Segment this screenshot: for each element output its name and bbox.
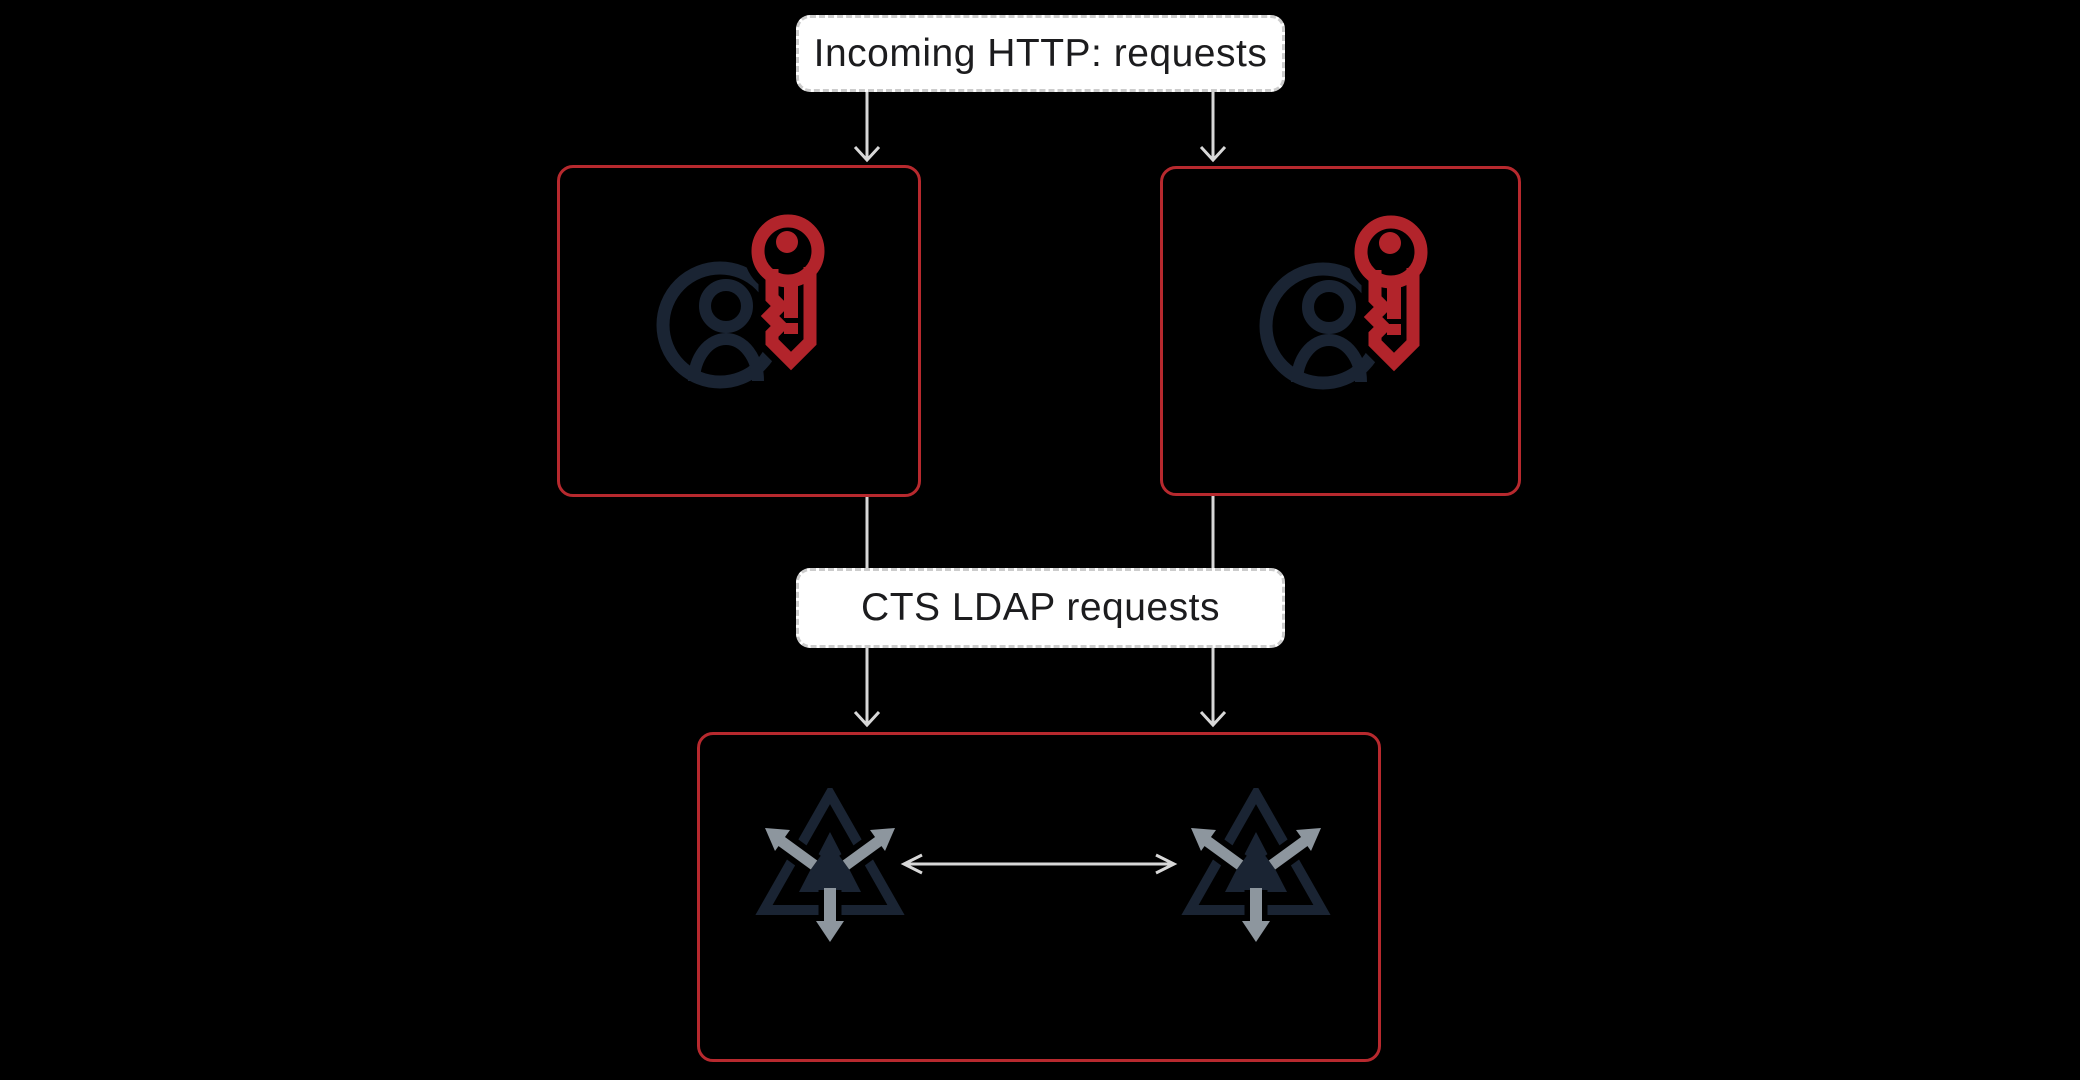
label-incoming-http-requests: Incoming HTTP: requests: [796, 15, 1285, 92]
label-incoming-http-requests-text: Incoming HTTP: requests: [813, 31, 1268, 75]
arrowhead-up-left-icon: [1191, 828, 1216, 851]
key-bar: [784, 278, 798, 318]
key-figure: [751, 214, 825, 371]
label-cts-ldap-requests: CTS LDAP requests: [796, 568, 1285, 648]
person-shoulders: [1291, 334, 1367, 383]
arrowhead-up-left-icon: [765, 828, 790, 851]
label-cts-ldap-requests-text: CTS LDAP requests: [861, 586, 1220, 629]
replication-arrows: [1191, 828, 1321, 942]
triangle-solid: [1225, 832, 1287, 892]
arrowhead-up-right-icon: [870, 828, 895, 851]
person-head: [1302, 280, 1356, 334]
user-key-icon: [1259, 207, 1436, 390]
key-shaft: [760, 267, 817, 371]
key-shaft: [1363, 268, 1420, 372]
user-key-icon: [656, 206, 833, 389]
arrowhead-down-icon: [1242, 921, 1270, 942]
directory-replication-icon: [1181, 788, 1331, 948]
arrowhead-down-icon: [816, 921, 844, 942]
person-shoulders: [688, 333, 764, 382]
key-hole-dot: [776, 231, 798, 253]
directory-replication-icon: [755, 788, 905, 948]
arrow-up-left-icon: [1203, 836, 1244, 870]
replication-arrows: [765, 828, 895, 942]
arrow-up-right-icon: [842, 836, 883, 870]
arrow-up-left-icon: [777, 836, 818, 870]
arrowhead-down-icon: [1199, 145, 1227, 163]
am-node-right: [1160, 166, 1521, 496]
key-bar-dot: [1387, 324, 1401, 335]
person-head: [699, 279, 753, 333]
arrowhead-down-icon: [853, 145, 881, 163]
arrowhead-right-icon: [1155, 853, 1178, 875]
key-bar-dot: [784, 323, 798, 334]
ds-store-node: [697, 732, 1381, 1062]
arrow-up-right-icon: [1268, 836, 1309, 870]
arrowhead-left-icon: [900, 853, 923, 875]
am-node-left: [557, 165, 921, 497]
arrowhead-up-right-icon: [1296, 828, 1321, 851]
arrowhead-down-icon: [853, 710, 881, 728]
triangle-solid: [799, 832, 861, 892]
arrowhead-down-icon: [1199, 710, 1227, 728]
key-hole-dot: [1379, 232, 1401, 254]
key-figure: [1354, 215, 1428, 372]
key-bar: [1387, 279, 1401, 319]
